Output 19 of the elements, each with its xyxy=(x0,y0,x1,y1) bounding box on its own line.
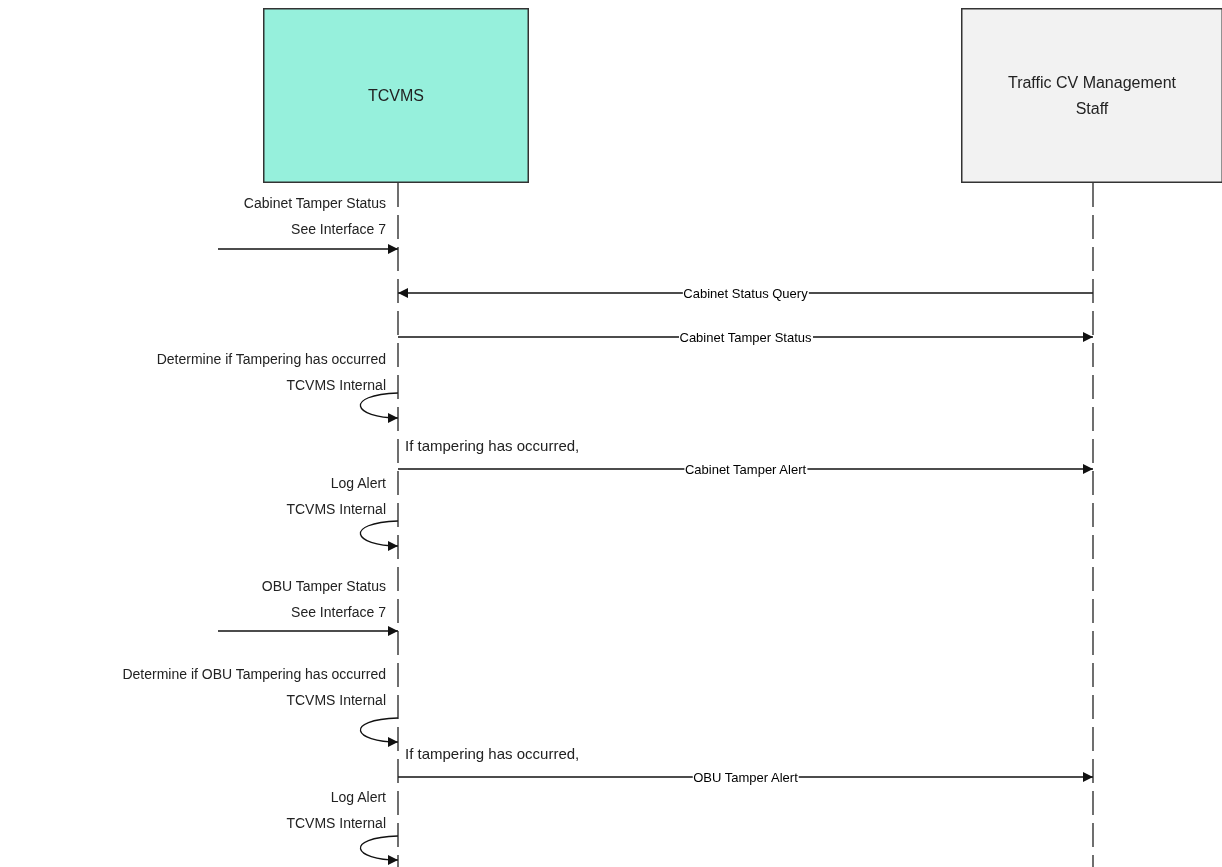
message-arrow xyxy=(397,772,1094,782)
message-label: Determine if OBU Tampering has occurred TCVMS Internal xyxy=(122,665,386,710)
message-arrow xyxy=(217,244,399,254)
self-message-arrow xyxy=(359,520,399,551)
self-message-arrow xyxy=(359,717,399,747)
message-label: Determine if Tampering has occurred TCVMS Internal xyxy=(156,350,386,395)
condition-note: If tampering has occurred, xyxy=(405,745,580,763)
participant-name: Traffic CV Management Staff xyxy=(1006,72,1178,119)
message-arrow xyxy=(397,464,1094,474)
message-label: Log Alert TCVMS Internal xyxy=(286,474,386,519)
participant-name: TCVMS xyxy=(368,86,424,105)
self-message-arrow xyxy=(359,392,399,423)
self-message-arrow xyxy=(359,835,399,865)
message-arrow xyxy=(217,626,399,636)
message-label: Cabinet Tamper Status See Interface 7 xyxy=(243,194,386,239)
condition-note: If tampering has occurred, xyxy=(405,437,580,455)
message-label: OBU Tamper Status See Interface 7 xyxy=(261,577,386,622)
message-label: Log Alert TCVMS Internal xyxy=(286,788,386,833)
participant-with-lifeline xyxy=(961,8,1222,867)
